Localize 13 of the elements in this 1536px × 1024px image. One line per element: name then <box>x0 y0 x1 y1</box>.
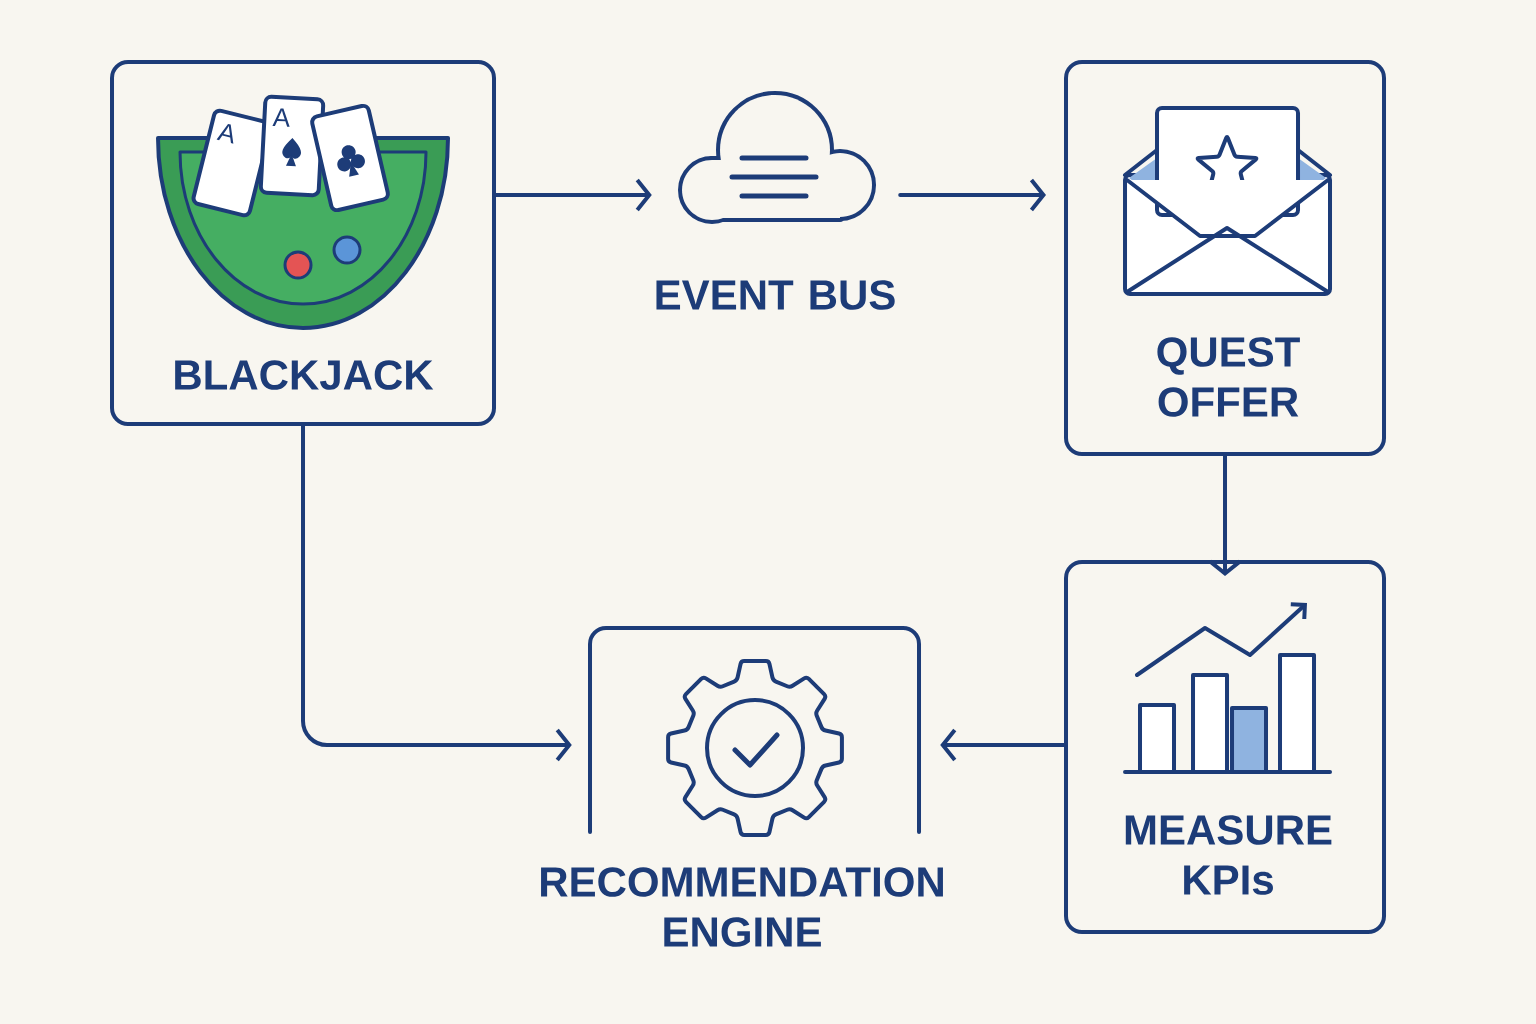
card-letter: A <box>216 123 234 144</box>
arrow <box>494 178 652 212</box>
arrow <box>301 424 572 762</box>
process-box: QUEST OFFER <box>1064 60 1386 456</box>
card-letter: A <box>272 108 290 127</box>
process-box: MEASURE KPIs <box>1064 560 1386 934</box>
arrow <box>1208 454 1242 576</box>
arrow <box>898 178 1046 212</box>
process-box: A A BLACKJACK <box>110 60 496 426</box>
open-frame-box: RECOMMENDATION ENGINE <box>541 626 943 947</box>
node-label: RECOMMENDATION ENGINE <box>541 867 943 947</box>
arrow <box>940 728 1066 762</box>
node-label: EVENT BUS <box>656 280 895 310</box>
